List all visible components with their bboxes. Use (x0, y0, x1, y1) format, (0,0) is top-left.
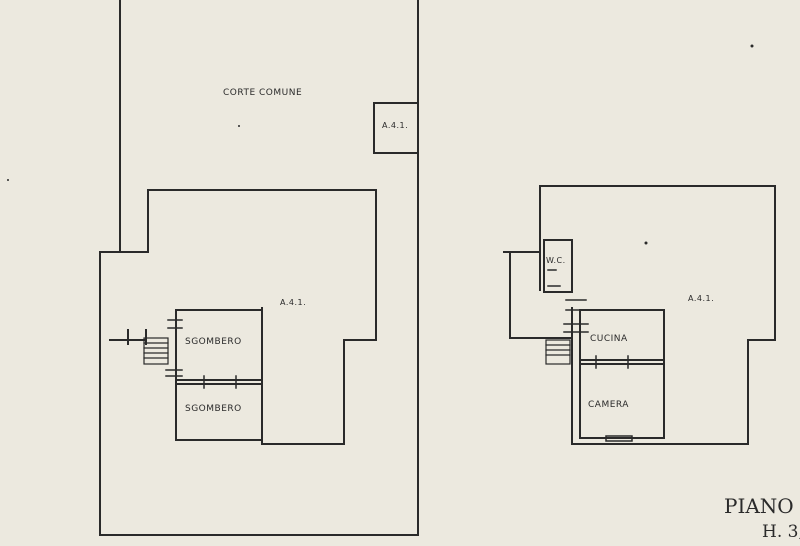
courtyard-label: CORTE COMUNE (223, 88, 303, 98)
storage-room-1-label: SGOMBERO (185, 337, 242, 347)
floor-label: PIANO (724, 494, 794, 518)
bedroom-label: CAMERA (588, 400, 629, 410)
kitchen-label: CUCINA (590, 334, 628, 344)
wc-label: W.C. (546, 256, 566, 265)
storage-room-2-label: SGOMBERO (185, 404, 242, 414)
right-stair (545, 339, 571, 365)
height-label: H. 3, (762, 522, 800, 542)
aux-label-left-main: A.4.1. (280, 298, 307, 307)
aux-label-courtyard: A.4.1. (382, 121, 409, 130)
left-stair (143, 337, 169, 365)
left-plan-walls (99, 0, 419, 536)
paper-specks (7, 44, 754, 245)
aux-label-right: A.4.1. (688, 294, 715, 303)
right-plan-walls (503, 185, 776, 445)
